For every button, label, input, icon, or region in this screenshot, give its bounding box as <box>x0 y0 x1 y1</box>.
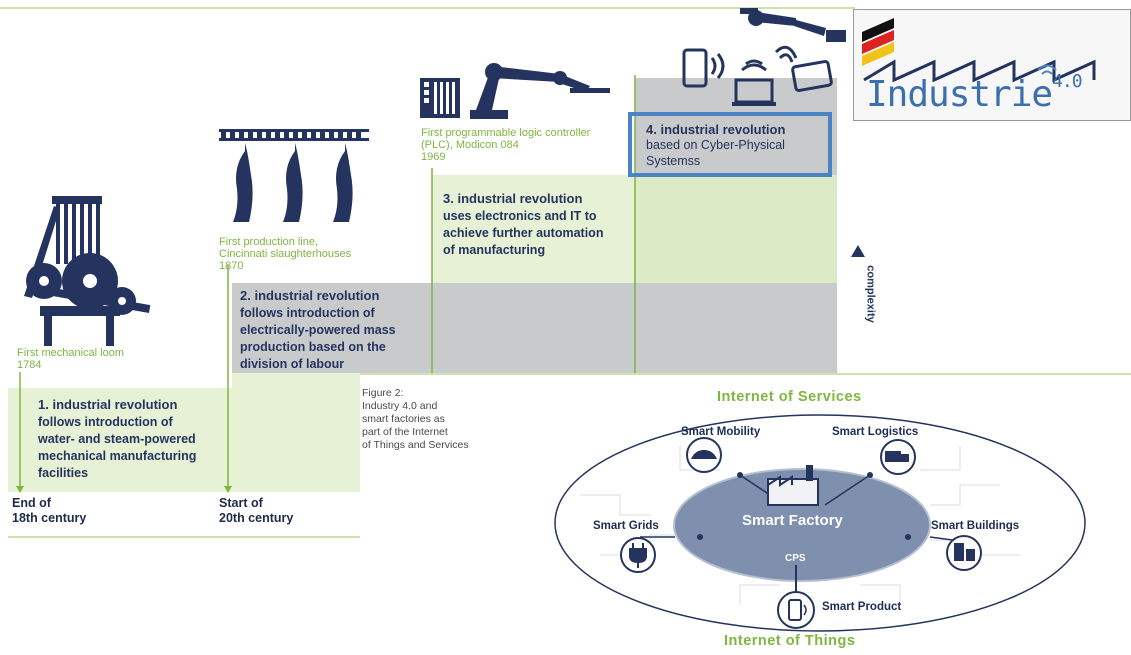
complexity-label: complexity <box>864 265 877 323</box>
smart-factory-diagram <box>554 414 1086 632</box>
cyber-physical-devices-icon <box>682 8 846 106</box>
caption-plc: First programmable logic controller(PLC)… <box>421 127 591 163</box>
revolution-4-box: 4. industrial revolution based on Cyber-… <box>628 112 832 177</box>
smart-buildings-label: Smart Buildings <box>931 520 1020 532</box>
smart-factory-label: Smart Factory <box>742 512 843 529</box>
caption-production-line: First production line,Cincinnati slaught… <box>219 236 352 272</box>
flag-and-roof-icon <box>862 18 1096 83</box>
revolution-3-text: 3. industrial revolution uses electronic… <box>443 190 633 259</box>
revolution-2-text: 2. industrial revolution follows introdu… <box>240 287 430 373</box>
logo-text: Industrie <box>866 74 1053 115</box>
revolution-2-title: 2. industrial revolution <box>240 288 380 303</box>
revolution-4-title: 4. industrial revolution <box>646 122 786 137</box>
smart-product-icon <box>777 591 815 629</box>
mechanical-loom-icon <box>24 196 151 346</box>
smart-logistics-label: Smart Logistics <box>832 426 919 438</box>
smart-grids-label: Smart Grids <box>593 520 659 532</box>
revolution-3-title: 3. industrial revolution <box>443 191 583 206</box>
smart-mobility-label: Smart Mobility <box>681 426 761 438</box>
cps-label: CPS <box>785 553 806 564</box>
internet-of-services-label: Internet of Services <box>717 389 862 405</box>
production-line-icon <box>219 129 369 222</box>
revolution-1-title: 1. industrial revolution <box>38 397 178 412</box>
logo-version: 4.0 <box>1052 71 1082 92</box>
step-2-fill <box>232 283 837 373</box>
internet-of-things-label: Internet of Things <box>724 633 856 649</box>
industrie-logo: Industrie4.0 <box>853 9 1131 121</box>
smart-product-label: Smart Product <box>822 601 902 613</box>
plc-robot-icon <box>420 63 610 119</box>
revolution-1-text: 1. industrial revolution follows introdu… <box>38 396 238 482</box>
